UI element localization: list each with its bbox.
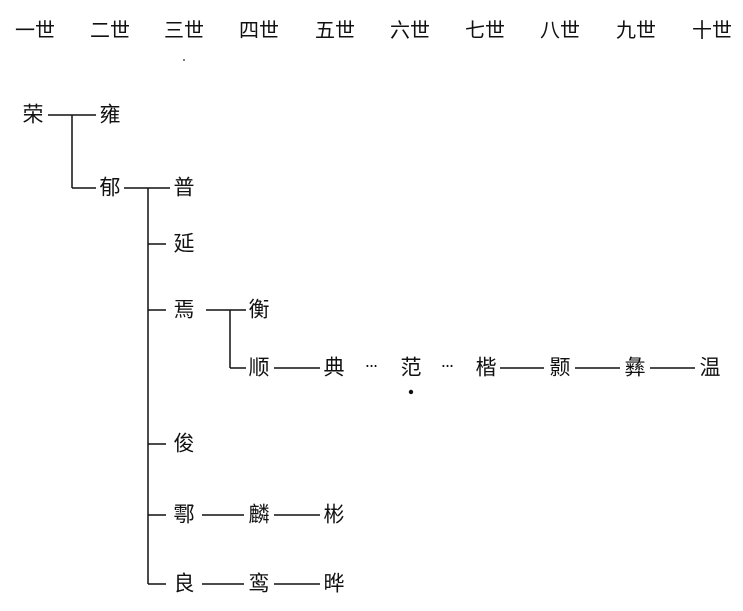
generation-7: 七世 [465, 18, 505, 42]
node-fan: 范 [400, 355, 422, 380]
generation-9: 九世 [616, 18, 656, 42]
node-liang: 良 [173, 571, 195, 596]
generation-1: 一世 [15, 18, 55, 42]
node-dian: 典 [323, 355, 345, 380]
generation-3: 三世 [164, 18, 204, 42]
generation-8: 八世 [540, 18, 580, 42]
generation-5: 五世 [315, 18, 355, 42]
node-jun: 俊 [173, 431, 195, 456]
node-pu: 普 [173, 175, 195, 200]
node-yan: 延 [173, 231, 195, 256]
generation-10: 十世 [692, 18, 732, 42]
node-ye: 晔 [323, 571, 345, 596]
node-bin: 彬 [323, 502, 345, 527]
node-yan2: 焉 [173, 297, 195, 322]
node-hao: 颢 [549, 355, 571, 380]
generation-4: 四世 [239, 18, 279, 42]
node-yi: 彝 [624, 355, 646, 380]
node-kai: 楷 [475, 355, 497, 380]
node-lin: 麟 [248, 502, 270, 527]
node-hu: 鄠 [173, 502, 195, 527]
node-wen: 温 [699, 355, 721, 380]
ellipsis-2: ··· [440, 356, 454, 376]
node-yu: 郁 [99, 175, 121, 200]
node-luan: 鸾 [248, 571, 270, 596]
ellipsis-1: ··· [364, 356, 378, 376]
generation-2: 二世 [90, 18, 130, 42]
node-shun: 顺 [248, 355, 270, 380]
node-heng: 衡 [248, 297, 270, 322]
node-rong: 荣 [22, 102, 44, 127]
generation-6: 六世 [390, 18, 430, 42]
node-yong: 雍 [99, 102, 121, 127]
